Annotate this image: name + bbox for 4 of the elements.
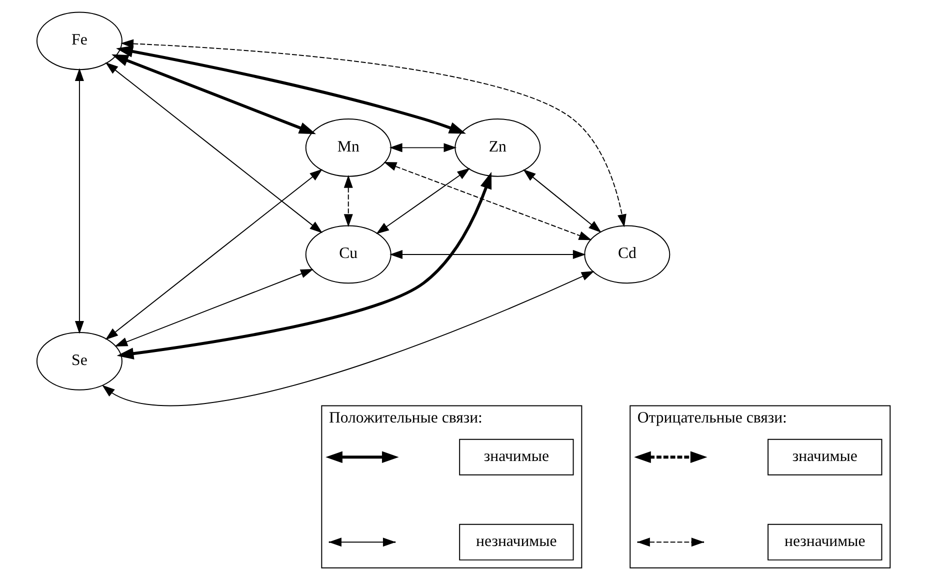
legend-label: незначимые — [476, 532, 556, 550]
legend-label: значимые — [792, 448, 857, 465]
legend-label: незначимые — [784, 532, 865, 550]
legend-label: значимые — [483, 448, 548, 465]
